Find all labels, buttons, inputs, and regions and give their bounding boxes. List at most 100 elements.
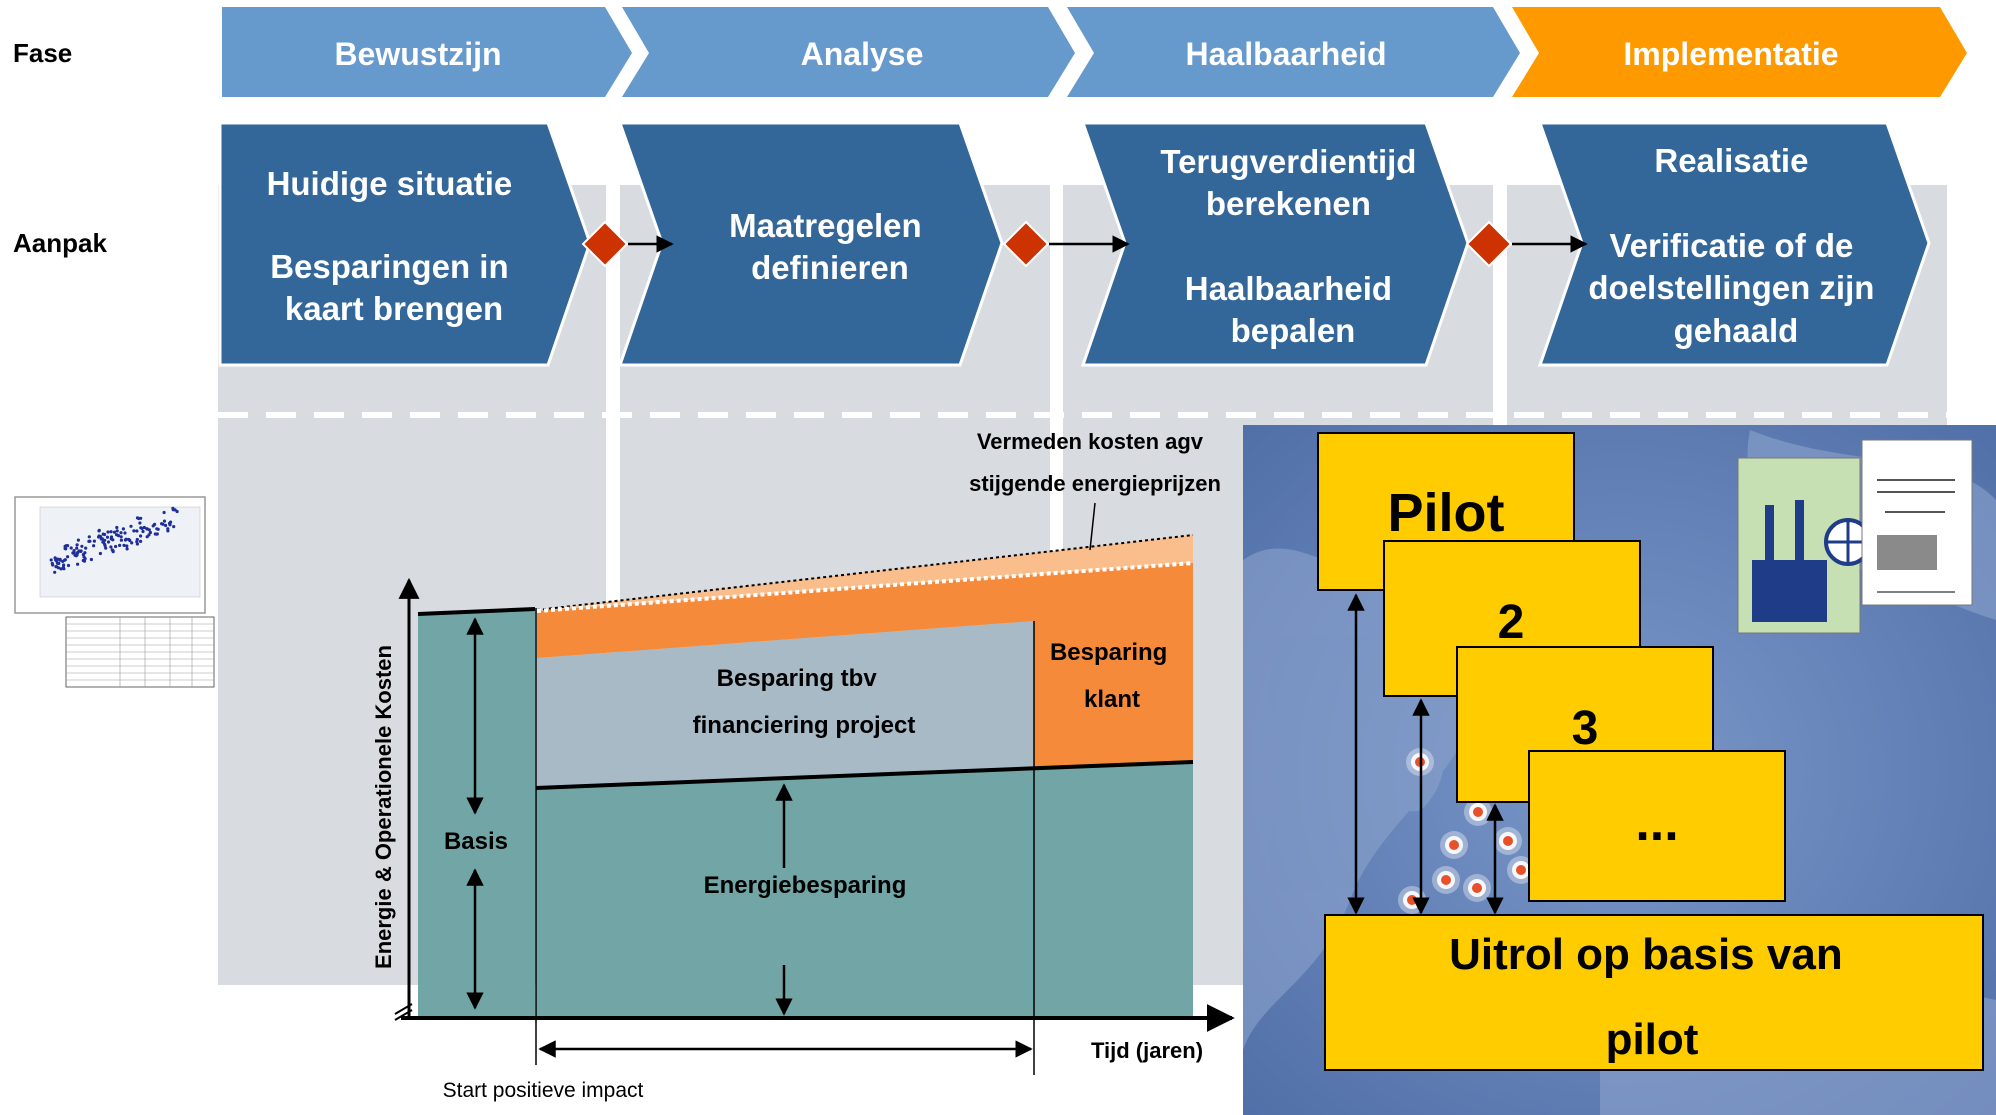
step-2-text: Maatregelen definieren (729, 207, 931, 286)
thumbnail-dot (139, 539, 143, 544)
thumbnail-dot (115, 525, 119, 530)
step-text-line: gehaald (1674, 312, 1799, 349)
thumbnail-dot (61, 559, 65, 564)
thumbnail-dot (66, 555, 70, 559)
step-connectors (581, 220, 1588, 268)
energy-saving-label: Energiebesparing (704, 872, 907, 899)
thumbnail-dot (147, 528, 151, 532)
thumbnail-dot (61, 565, 65, 570)
thumbnail-plot-area (39, 506, 201, 598)
start-impact-label: Start positieve impact (443, 1079, 644, 1102)
thumbnail-dot (132, 529, 136, 533)
step-text-line: Terugverdientijd (1160, 143, 1416, 180)
thumbnail-dot (58, 557, 62, 561)
thumbnail-dot (119, 538, 123, 542)
thumbnail-dot (171, 506, 175, 510)
thumbnail-dot (148, 530, 152, 535)
thumbnail-dot (64, 547, 68, 551)
thumbnail-dot (153, 522, 157, 527)
thumbnail-dot (119, 531, 123, 535)
thumbnail-dot (76, 562, 80, 566)
thumbnail-dot (175, 509, 179, 514)
map-location-dot-ring (1516, 865, 1526, 875)
thumbnail-dot (49, 558, 53, 562)
thumbnail-dot (130, 541, 134, 545)
thumbnail-dot (83, 557, 87, 561)
thumbnail-dot (57, 561, 61, 566)
energy-saving-area (536, 762, 1193, 1018)
map-location-dot (1432, 866, 1460, 894)
thumbnail-dot (123, 531, 127, 535)
step-text-line: Realisatie (1654, 142, 1808, 179)
phase-label: Implementatie (1623, 36, 1838, 72)
map-location-dot-ring (1441, 875, 1451, 885)
phase-label: Haalbaarheid (1186, 36, 1387, 72)
thumbnail-table-lines (66, 617, 214, 687)
thumbnail-dot (139, 534, 143, 538)
thumbnail-dot (141, 529, 145, 534)
thumbnail-dot (109, 530, 113, 534)
step-text-line: Verificatie of de (1609, 227, 1853, 264)
thumbnail-dot (164, 523, 168, 528)
thumbnail-dot (92, 544, 96, 548)
step-text-line: Haalbaarheid (1185, 270, 1392, 307)
white-dotted-line (536, 561, 1194, 613)
thumbnail-dot (69, 546, 73, 550)
map-location-dot-ring (1472, 883, 1482, 893)
thumbnail-dot (88, 539, 92, 543)
financing-area (537, 621, 1034, 788)
x-axis-label: Tijd (jaren) (1091, 1038, 1203, 1063)
thumbnail-dot (87, 535, 91, 539)
step-text-line: kaart brengen (285, 290, 503, 327)
thumbnail-dot (109, 545, 113, 549)
thumbnail-dot (98, 551, 102, 556)
row-label-aanpak: Aanpak (13, 228, 107, 258)
thumbnail-dot (82, 559, 87, 563)
thumbnail-dot (161, 522, 165, 526)
rollout-base-line: Uitrol op basis van (1449, 930, 1843, 979)
thumbnail-dot (155, 527, 159, 531)
customer-saving-line: Besparing (1050, 639, 1167, 666)
step-text-line: doelstellingen zijn (1588, 269, 1874, 306)
thumbnail-dot (97, 529, 101, 533)
thumbnail-dot (105, 535, 110, 539)
thumbnail-dot (135, 540, 139, 544)
thumbnail-dot (62, 563, 66, 567)
y-axis-label: Energie & Operationele Kosten (371, 645, 396, 969)
avoided-costs-line: stijgende energieprijzen (969, 471, 1221, 496)
thumbnail-dot (109, 537, 113, 541)
top-dashed-line (536, 534, 1194, 611)
factory-icon (1752, 560, 1827, 622)
step-3-text: Terugverdientijd berekenen Haalbaarheid … (1160, 143, 1425, 349)
map-location-dot (1494, 827, 1522, 855)
rollout-panel: Pilot 2 3 ... Uitrol op basis van pilot (1243, 425, 1996, 1115)
thumbnail-dot (135, 529, 139, 533)
phase-chevron-bewustzijn (222, 7, 632, 97)
step-text-line: definieren (751, 249, 909, 286)
thumbnail-dot (106, 530, 110, 534)
thumbnail-dot (172, 525, 176, 529)
basis-top-line (417, 607, 536, 616)
customer-saving-label: Besparing klant (1050, 639, 1174, 713)
avoided-costs-line: Vermeden kosten agv (977, 429, 1204, 454)
map-location-dot-ring (1503, 836, 1513, 846)
milestone-diamond (1465, 220, 1513, 268)
step-4-text: Realisatie Verificatie of de doelstellin… (1588, 142, 1883, 349)
approach-steps: Huidige situatie Besparingen in kaart br… (218, 121, 1931, 367)
step-text-line: Maatregelen (729, 207, 922, 244)
row-label-fase: Fase (13, 38, 72, 68)
thumbnail-dot (162, 519, 167, 523)
thumbnail-dot (89, 557, 93, 562)
thumbnail-dot (103, 532, 107, 537)
thumbnail-dot (121, 527, 125, 531)
customer-saving-line: klant (1084, 686, 1140, 713)
milestone-diamond (1002, 220, 1050, 268)
thumbnail-dot (114, 544, 118, 549)
financing-line: financiering project (693, 712, 916, 739)
phase-chevron-implementatie (1512, 7, 1967, 97)
thumbnail-dot (53, 570, 57, 574)
thumbnail-dot (127, 537, 131, 542)
basis-area (418, 609, 535, 1018)
